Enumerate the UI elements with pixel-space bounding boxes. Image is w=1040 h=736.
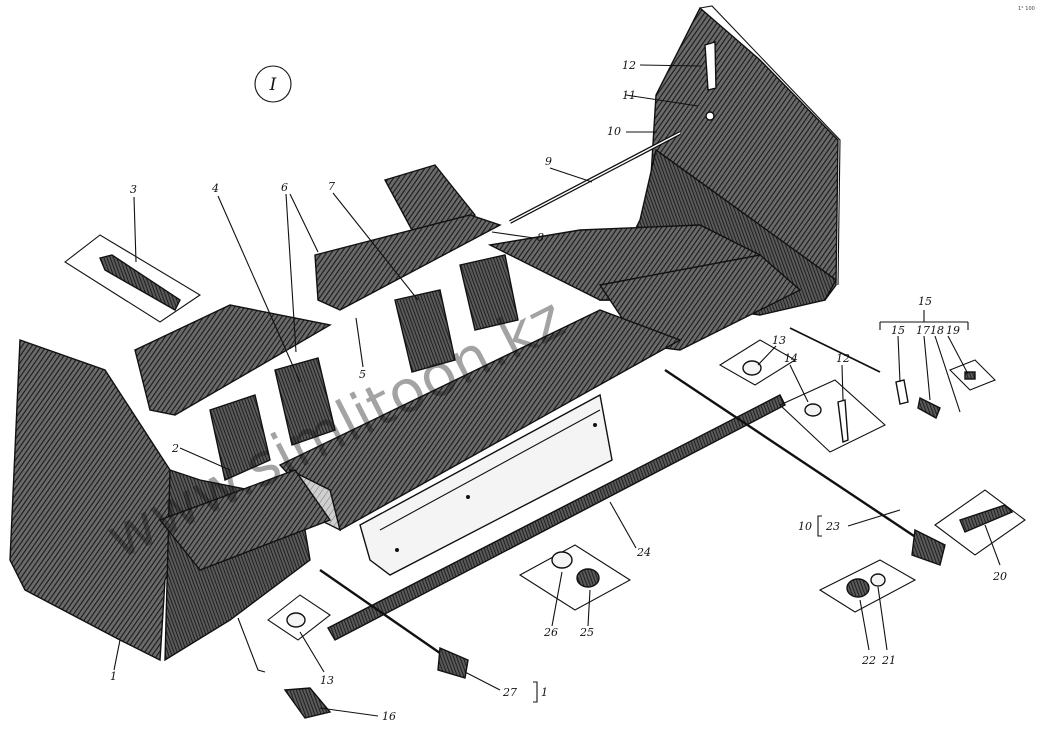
wear-block-2	[274, 357, 336, 446]
clip-lower-left	[237, 617, 266, 673]
sheet-number-badge: I	[254, 65, 292, 103]
callout-11: 11	[622, 89, 636, 102]
callout-23: 23	[825, 520, 840, 533]
callout-3: 3	[130, 183, 137, 196]
sheet-number: I	[269, 75, 277, 95]
corner-mark: 1° 100	[1018, 6, 1035, 12]
callout-15: 15	[891, 324, 905, 337]
callout-10: 10	[607, 125, 621, 138]
callout-23-parent: 10	[798, 520, 812, 533]
callout-5: 5	[359, 368, 366, 381]
callout-labels: 3 4 6 7 5 8 9 10 11 12 2 1 13 16 26 25 2…	[110, 59, 1007, 723]
pin-panel-14-12	[779, 379, 886, 453]
callout-14: 14	[784, 352, 798, 365]
thin-rod-right	[789, 327, 881, 373]
callout-4: 4	[211, 182, 219, 195]
callout-24: 24	[636, 546, 651, 559]
callout-20: 20	[992, 570, 1007, 583]
nut-washer-panel-21-22	[818, 559, 917, 613]
callout-6: 6	[281, 181, 288, 194]
callout-17: 17	[916, 324, 930, 337]
callout-9: 9	[545, 155, 552, 168]
main-floor-plate	[278, 164, 802, 532]
callout-19: 19	[946, 324, 960, 337]
rod-23	[664, 369, 946, 566]
callout-7: 7	[328, 180, 335, 193]
nut-washer-panel-25-26	[518, 544, 632, 611]
top-plate-lower	[134, 304, 332, 416]
bolt-20-panel	[934, 489, 1026, 556]
callout-15-group: 15	[918, 295, 932, 308]
wear-block-1	[209, 394, 271, 481]
callout-27-parent: 1	[541, 686, 548, 699]
callout-18: 18	[930, 324, 944, 337]
clip-16	[283, 687, 332, 719]
rod-27	[319, 569, 469, 679]
bolt-3-panel	[64, 234, 202, 323]
wear-block-4	[459, 254, 519, 331]
left-side-wall	[9, 339, 332, 662]
callout-21: 21	[881, 654, 896, 667]
washer-panel-13-lower	[267, 594, 331, 641]
callout-8: 8	[537, 231, 544, 244]
callout-25: 25	[579, 626, 594, 639]
washer-panel-13-upper	[718, 339, 797, 386]
kit-15-panel	[879, 310, 996, 419]
callout-22: 22	[861, 654, 876, 667]
support-beam	[359, 393, 613, 576]
rod-9	[509, 131, 681, 224]
top-plate-upper	[314, 214, 502, 311]
rail-24	[327, 394, 786, 641]
callout-2: 2	[171, 442, 179, 455]
callout-16: 16	[382, 710, 396, 723]
wear-block-3	[394, 289, 456, 373]
callout-12-right: 12	[836, 352, 850, 365]
pin-12-top	[704, 41, 717, 121]
callout-13-upper: 13	[772, 334, 786, 347]
callout-1: 1	[110, 670, 117, 683]
callout-27: 27	[502, 686, 517, 699]
callout-13-lower: 13	[320, 674, 334, 687]
callout-12-top: 12	[622, 59, 636, 72]
leader-lines	[113, 64, 1001, 717]
callout-26: 26	[543, 626, 558, 639]
